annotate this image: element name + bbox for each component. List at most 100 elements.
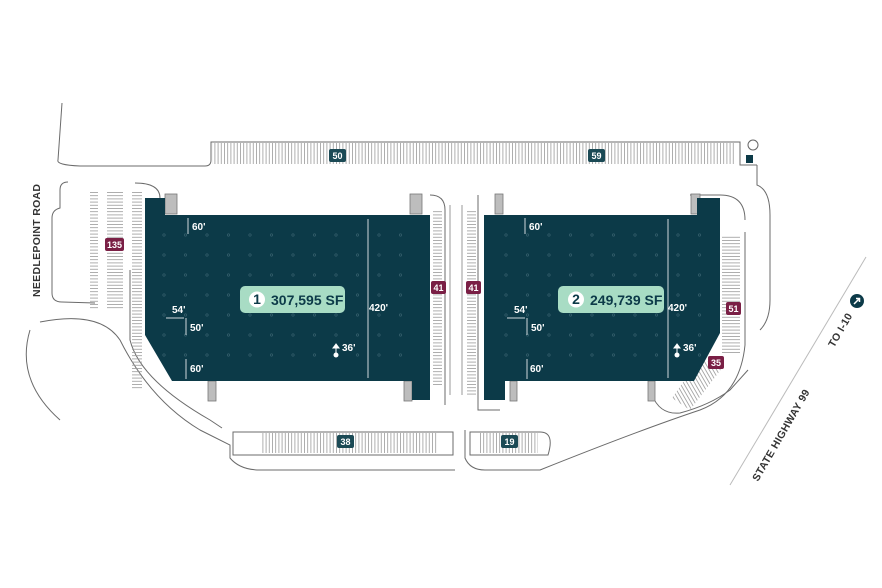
column-marker [334,233,338,237]
column-marker [611,353,615,357]
clear-height-icon [674,352,680,358]
column-marker [525,233,529,237]
column-marker [377,313,381,317]
column-marker [525,353,529,357]
column-marker [504,353,508,357]
column-marker [398,353,402,357]
column-marker [654,233,658,237]
column-marker [697,333,701,337]
column-marker [312,333,316,337]
column-marker [568,353,572,357]
column-marker [654,353,658,357]
column-marker [398,293,402,297]
column-marker [184,253,188,257]
building-number: 1 [253,291,261,307]
column-marker [568,313,572,317]
column-marker [205,253,209,257]
column-marker [697,353,701,357]
column-marker [269,233,273,237]
column-marker [184,353,188,357]
dock-depth-top: 60' [529,222,543,233]
column-marker [547,253,551,257]
needlepoint-road-label: NEEDLEPOINT ROAD [31,184,43,297]
arrow-up-right-circle-icon [850,294,864,308]
column-marker [676,293,680,297]
column-marker [654,333,658,337]
column-marker [547,333,551,337]
parking-count-north-right: 59 [591,151,601,161]
building-number: 2 [572,291,580,307]
column-marker [355,233,359,237]
column-marker [269,333,273,337]
parking-badges: 50 59 135 41 41 51 35 38 19 [105,149,741,448]
column-marker [590,233,594,237]
column-marker [184,273,188,277]
column-marker [525,313,529,317]
column-marker [312,313,316,317]
building-area: 307,595 SF [271,292,344,308]
column-marker [398,333,402,337]
column-marker [676,313,680,317]
column-marker [590,313,594,317]
column-marker [377,253,381,257]
column-marker [269,313,273,317]
area-label [558,286,664,313]
column-marker [633,333,637,337]
column-marker [291,353,295,357]
column-marker [227,293,231,297]
parking-count-south-right: 19 [504,437,514,447]
column-marker [312,233,316,237]
column-marker [205,293,209,297]
column-marker [248,313,252,317]
bay-depth: 50' [190,323,204,334]
column-marker [676,233,680,237]
column-marker [377,233,381,237]
parking-count-south-left: 38 [340,437,350,447]
column-marker [184,313,188,317]
column-marker [205,313,209,317]
column-marker [184,293,188,297]
column-marker [291,313,295,317]
column-marker [568,253,572,257]
column-marker [697,233,701,237]
building-depth: 420' [668,303,687,314]
column-marker [355,293,359,297]
column-marker [355,273,359,277]
column-marker [590,253,594,257]
column-marker [633,253,637,257]
column-marker [248,273,252,277]
parking-count-b2-west: 41 [468,283,478,293]
column-marker [568,233,572,237]
column-marker [227,273,231,277]
parking-count-north-left: 50 [332,151,342,161]
column-marker [654,313,658,317]
column-marker [590,333,594,337]
bay-width: 54' [514,305,528,316]
column-marker [269,273,273,277]
column-marker [633,353,637,357]
column-marker [633,313,637,317]
column-marker [334,333,338,337]
column-marker [654,253,658,257]
column-marker [334,273,338,277]
column-marker [398,253,402,257]
column-marker [504,333,508,337]
column-marker [654,273,658,277]
column-marker [547,273,551,277]
column-marker [697,313,701,317]
column-marker [269,253,273,257]
column-marker [227,253,231,257]
column-marker [334,253,338,257]
column-marker [398,273,402,277]
column-marker [162,273,166,277]
parking-count-west: 135 [107,240,122,250]
column-marker [248,333,252,337]
column-marker [205,353,209,357]
column-marker [547,293,551,297]
column-marker [162,253,166,257]
column-marker [676,333,680,337]
column-marker [504,233,508,237]
column-marker [568,273,572,277]
